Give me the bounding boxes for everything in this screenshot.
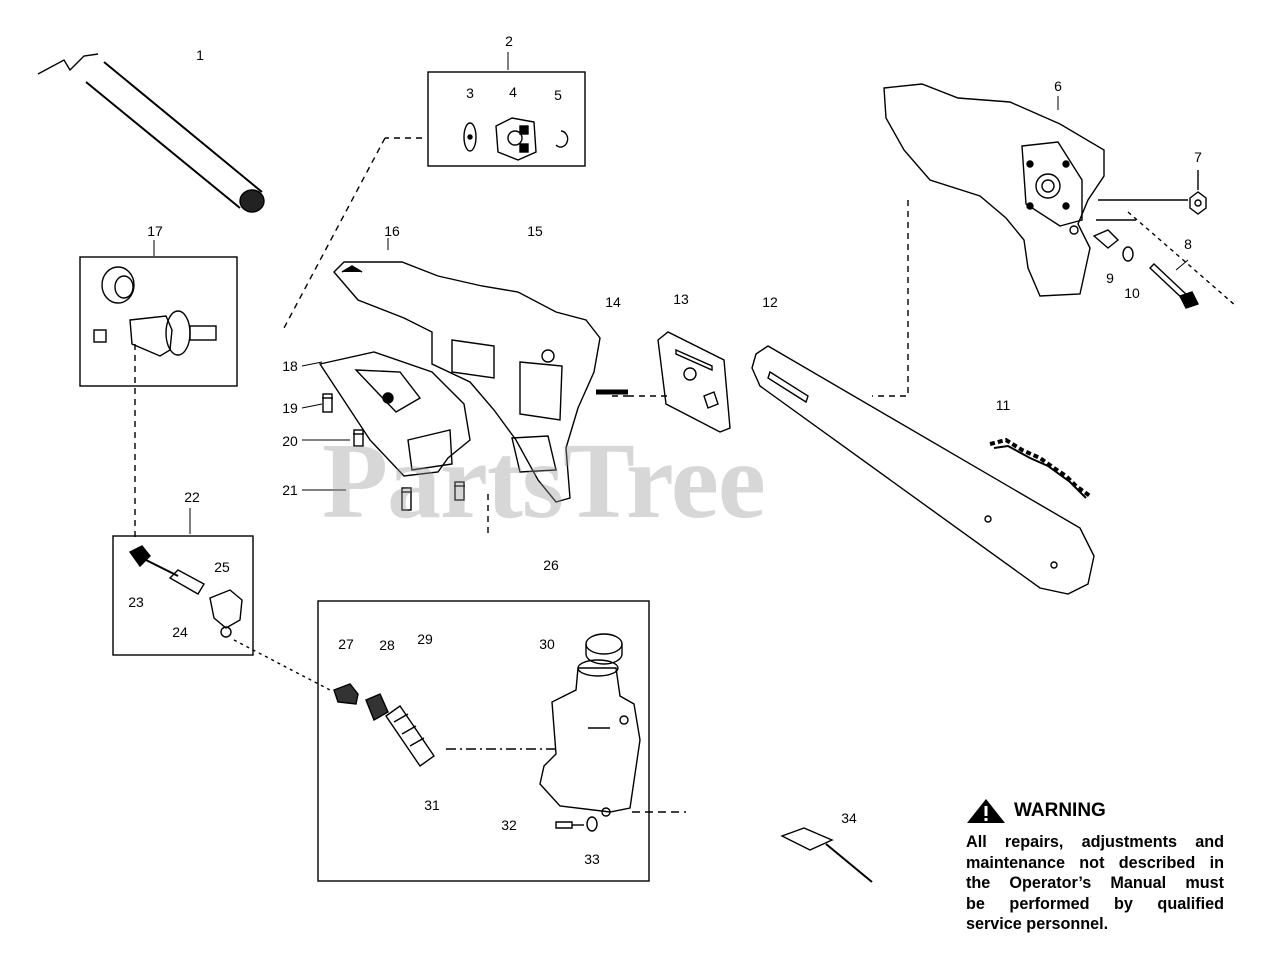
callout-1[interactable]: 1 (196, 47, 204, 63)
callout-16[interactable]: 16 (384, 223, 400, 239)
warning-header: WARNING (966, 798, 1224, 824)
warning-line: service personnel. (966, 915, 1109, 933)
callout-13[interactable]: 13 (673, 291, 689, 307)
callout-29[interactable]: 29 (417, 631, 433, 647)
callout-21[interactable]: 21 (282, 482, 298, 498)
callout-31[interactable]: 31 (424, 797, 440, 813)
warning-title: WARNING (1014, 800, 1106, 821)
callout-33[interactable]: 33 (584, 851, 600, 867)
group-box-17 (79, 256, 238, 387)
part-19-screw[interactable] (322, 393, 333, 413)
part-18-cover[interactable] (318, 351, 471, 477)
callout-18[interactable]: 18 (282, 358, 298, 374)
part-5-snap-ring[interactable] (555, 130, 569, 148)
callout-20[interactable]: 20 (282, 433, 298, 449)
part-6-sprocket-cover[interactable] (883, 83, 1105, 297)
warning-body: All repairs, adjustments and maintenance… (966, 832, 1224, 935)
callout-34[interactable]: 34 (841, 810, 857, 826)
callout-12[interactable]: 12 (762, 294, 778, 310)
callout-8[interactable]: 8 (1184, 236, 1192, 252)
part-11-saw-chain[interactable] (989, 437, 1092, 499)
warning-line: be performed by qualified (966, 894, 1224, 913)
callout-3[interactable]: 3 (466, 85, 474, 101)
warning-line: maintenance not described in (966, 853, 1224, 872)
part-10-washer[interactable] (1122, 246, 1134, 262)
part-1-shaft[interactable] (37, 53, 265, 213)
callout-22[interactable]: 22 (184, 489, 200, 505)
callout-15[interactable]: 15 (527, 223, 543, 239)
callout-5[interactable]: 5 (554, 87, 562, 103)
part-13-bar-plate[interactable] (657, 331, 731, 433)
callout-7[interactable]: 7 (1194, 149, 1202, 165)
part-12-guide-bar[interactable] (751, 345, 1095, 595)
callout-25[interactable]: 25 (214, 559, 230, 575)
part-4-clutch-drum[interactable] (495, 117, 537, 161)
callout-6[interactable]: 6 (1054, 78, 1062, 94)
part-15-chain-housing[interactable] (333, 261, 628, 503)
callout-27[interactable]: 27 (338, 636, 354, 652)
part-33-washer[interactable] (586, 816, 598, 832)
part-17-drive-gear[interactable] (93, 266, 217, 357)
callout-32[interactable]: 32 (501, 817, 517, 833)
callout-23[interactable]: 23 (128, 594, 144, 610)
part-21-screw[interactable] (401, 481, 465, 511)
group-box-oil-tank (317, 600, 650, 882)
callout-14[interactable]: 14 (605, 294, 621, 310)
part-25-pump-body[interactable] (209, 589, 243, 638)
callout-26[interactable]: 26 (543, 557, 559, 573)
callout-17[interactable]: 17 (147, 223, 163, 239)
part-29-oil-tank[interactable] (539, 659, 641, 817)
part-7-nut[interactable] (1189, 191, 1207, 215)
callout-10[interactable]: 10 (1124, 285, 1140, 301)
part-8-tension-screw[interactable] (1148, 263, 1199, 309)
part-34-wrench[interactable] (780, 827, 873, 883)
callout-11[interactable]: 11 (995, 397, 1011, 413)
part-20-screw[interactable] (353, 429, 364, 447)
warning-line: All repairs, adjustments and (966, 833, 1224, 851)
callout-2[interactable]: 2 (505, 33, 513, 49)
callout-19[interactable]: 19 (282, 400, 298, 416)
callout-24[interactable]: 24 (172, 624, 188, 640)
callout-4[interactable]: 4 (509, 84, 517, 100)
callout-9[interactable]: 9 (1106, 270, 1114, 286)
callout-28[interactable]: 28 (379, 637, 395, 653)
warning-line: the Operator’s Manual must (966, 874, 1224, 892)
warning-notice: WARNING All repairs, adjustments and mai… (966, 798, 1224, 935)
group-box-22 (112, 535, 254, 656)
part-32-screw[interactable] (555, 821, 584, 829)
part-23-pump-plunger[interactable] (128, 545, 179, 577)
group-box-2 (427, 71, 586, 167)
part-24-sleeve[interactable] (168, 569, 205, 595)
part-28-oil-line[interactable] (365, 693, 435, 767)
part-9-adjuster[interactable] (1092, 229, 1120, 249)
part-3-washer[interactable] (463, 122, 477, 152)
part-30-tank-cap[interactable] (585, 633, 623, 665)
callout-30[interactable]: 30 (539, 636, 555, 652)
warning-triangle-icon (967, 799, 1005, 823)
part-27-grommet[interactable] (333, 683, 359, 705)
